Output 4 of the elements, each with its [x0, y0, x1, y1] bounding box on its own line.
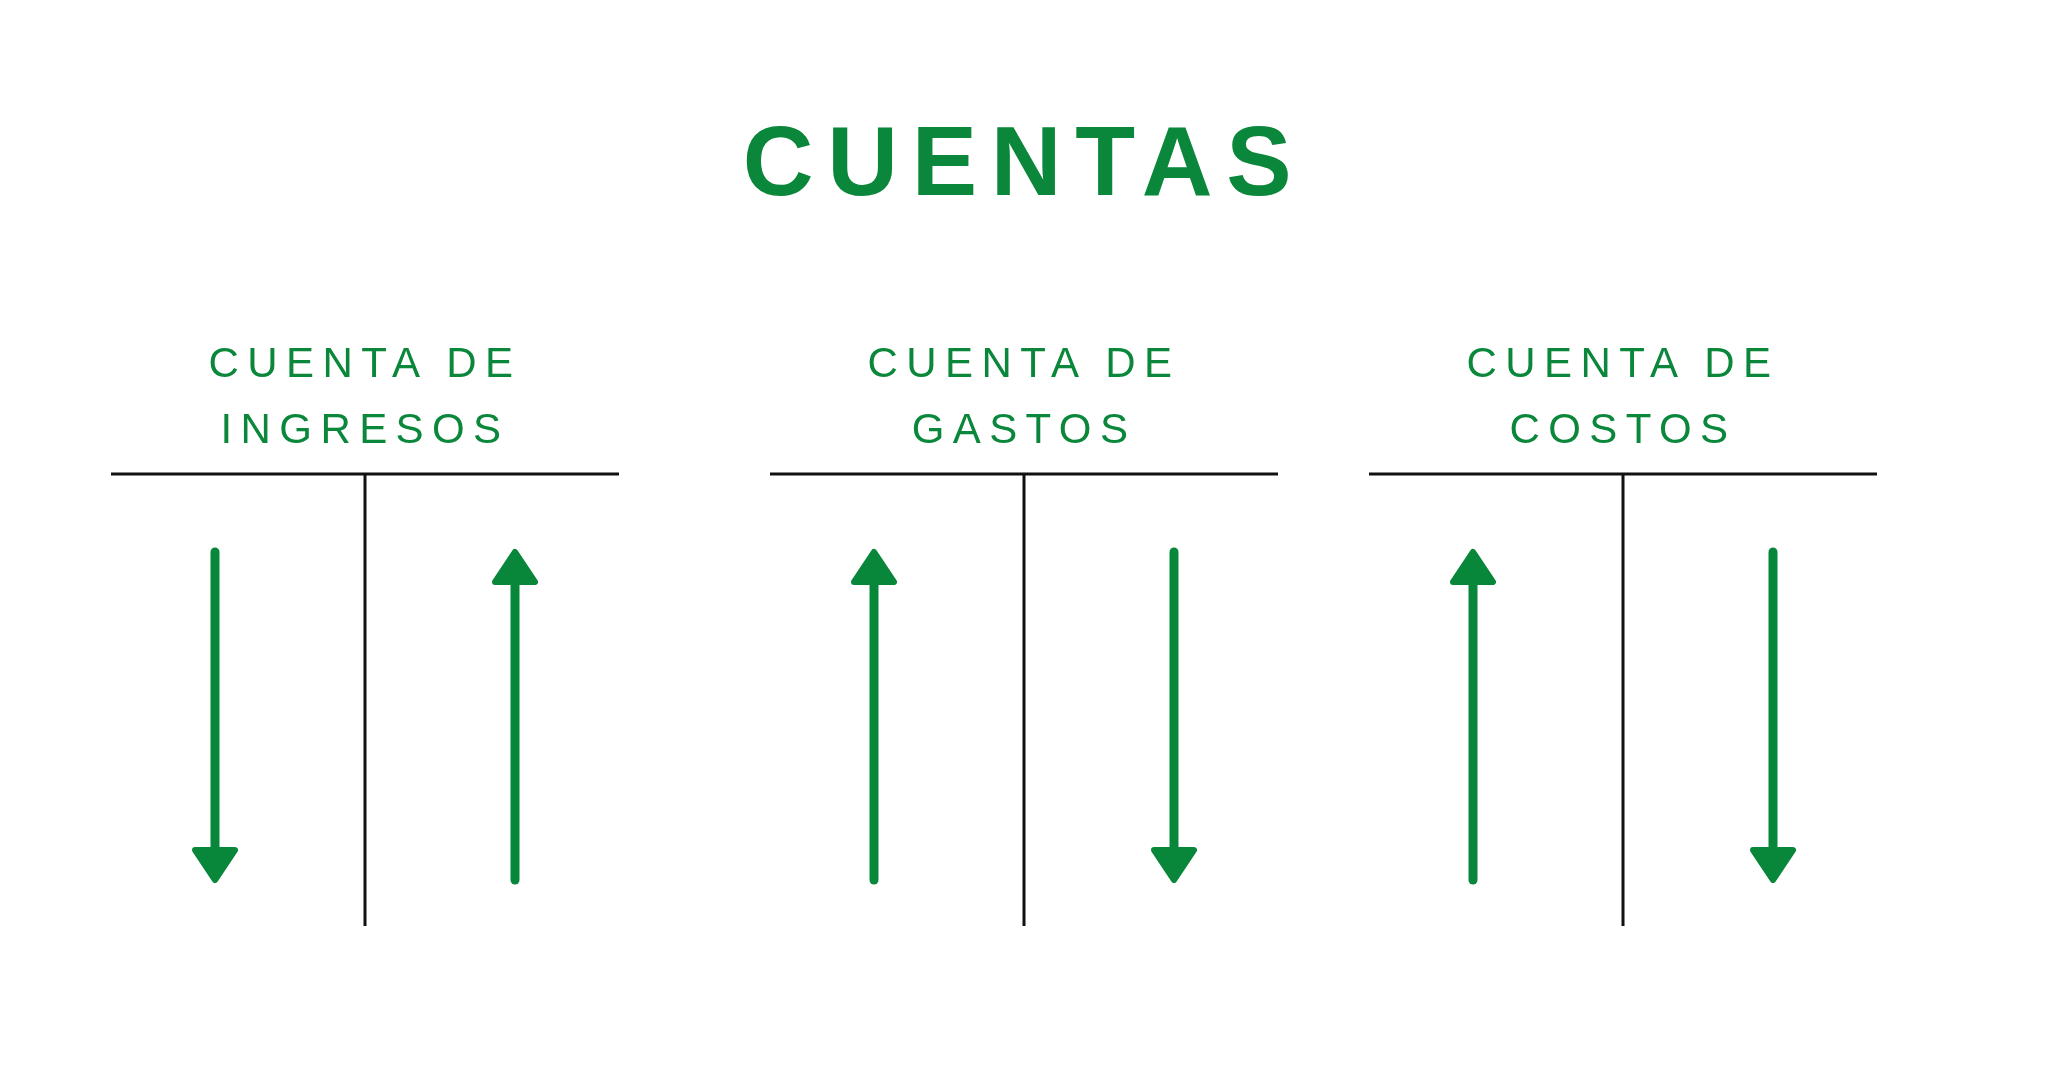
account-heading: CUENTA DE COSTOS [1465, 338, 1781, 454]
account-heading: CUENTA DE GASTOS [866, 338, 1182, 454]
account-heading: CUENTA DE INGRESOS [207, 338, 523, 454]
title: CUENTAS [742, 112, 1306, 210]
